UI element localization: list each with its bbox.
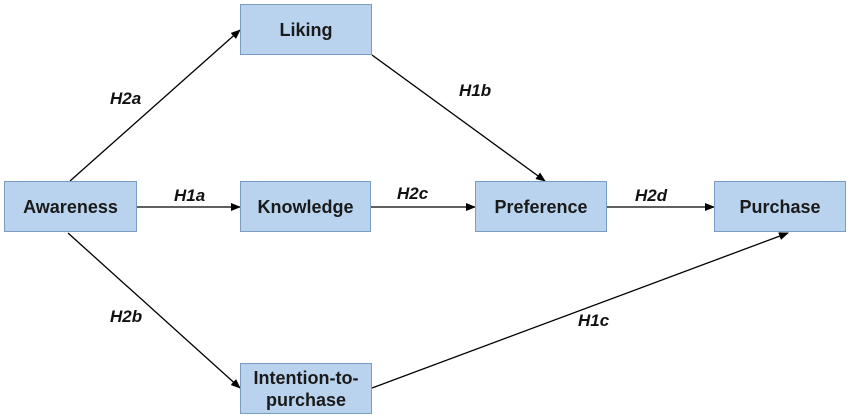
arrow-awareness-liking: [69, 29, 241, 182]
node-liking: Liking: [240, 4, 372, 55]
arrow-intention-purchase: [371, 232, 789, 389]
node-knowledge: Knowledge: [240, 181, 371, 232]
node-knowledge-label: Knowledge: [257, 196, 354, 217]
node-preference: Preference: [475, 181, 607, 232]
node-awareness: Awareness: [4, 181, 137, 232]
arrow-awareness-intention: [67, 232, 241, 389]
edge-label-liking-preference: H1b: [459, 81, 492, 100]
edge-label-intention-purchase: H1c: [578, 311, 610, 330]
node-purchase: Purchase: [714, 181, 846, 232]
node-liking-label: Liking: [279, 19, 333, 40]
edge-label-awareness-knowledge: H1a: [174, 186, 206, 205]
edge-label-knowledge-preference: H2c: [397, 184, 429, 203]
edge-label-awareness-intention: H2b: [110, 307, 143, 326]
edge-label-awareness-liking: H2a: [110, 89, 142, 108]
node-preference-label: Preference: [494, 196, 588, 217]
node-purchase-label: Purchase: [739, 196, 821, 217]
node-awareness-label: Awareness: [23, 196, 118, 217]
node-intention-to-purchase: Intention-to- purchase: [240, 363, 372, 414]
node-intention-label-line1: Intention-to-: [253, 367, 359, 388]
edge-label-preference-purchase: H2d: [635, 186, 668, 205]
arrow-liking-preference: [371, 54, 546, 182]
node-intention-label-line2: purchase: [265, 389, 347, 410]
